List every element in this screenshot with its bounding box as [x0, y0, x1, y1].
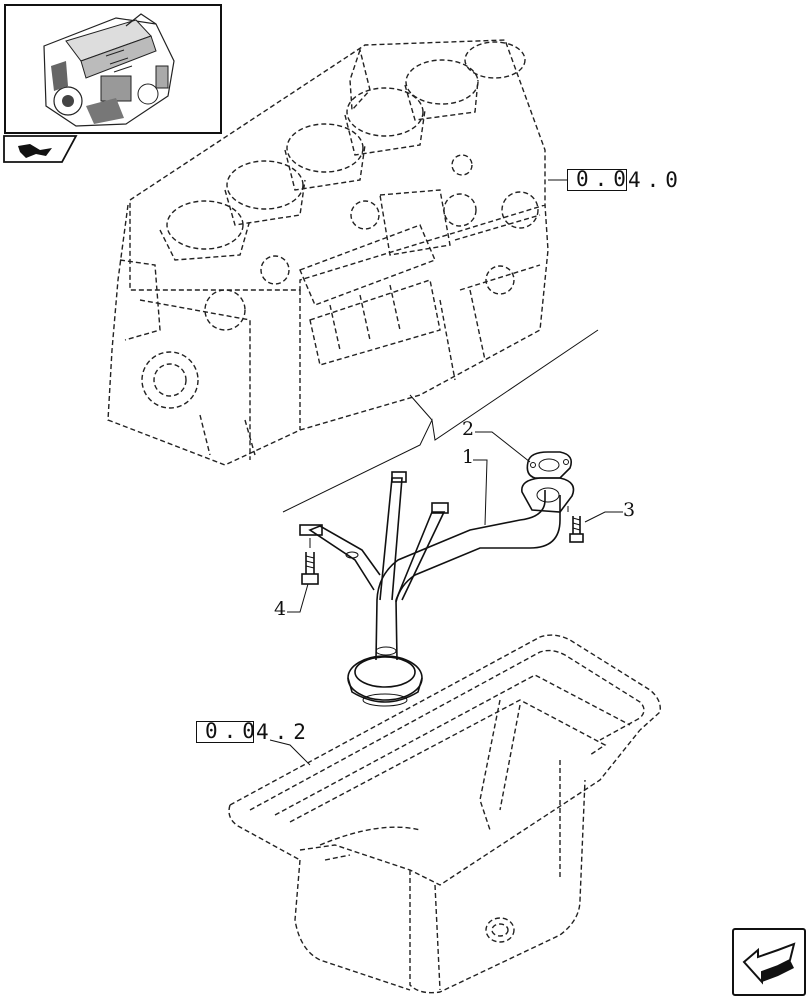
engine-thumbnail [4, 4, 222, 134]
callout-part-4: 4 [274, 598, 287, 620]
cylinder-bore [226, 160, 304, 210]
next-page-button[interactable] [732, 928, 806, 996]
block-ref-boxed[interactable]: 0.0 [567, 169, 627, 191]
engine-thumbnail-icon [43, 13, 175, 127]
screw-part-4 [301, 538, 319, 585]
cylinder-bore [405, 59, 479, 105]
callout-part-2: 2 [462, 418, 475, 440]
block-ref-suffix: 4.0 [628, 168, 684, 192]
gasket [526, 451, 573, 479]
leader-part-4 [287, 583, 309, 613]
callout-part-3: 3 [623, 499, 636, 521]
cylinder-bore [166, 200, 244, 250]
sump-ref-suffix: 4.2 [256, 720, 312, 744]
screw-part-3 [567, 506, 584, 543]
suction-pipe [299, 471, 575, 707]
cylinder-bore [346, 87, 424, 137]
next-page-arrow-icon [742, 942, 796, 985]
leader-part-3 [584, 511, 623, 523]
callout-part-1: 1 [462, 446, 475, 468]
oil-sump-outline [228, 634, 661, 994]
sump-ref-boxed[interactable]: 0.0 [196, 721, 255, 743]
leader-part-2 [475, 431, 531, 463]
leader-sump-ref [269, 739, 311, 766]
leader-part-1 [473, 459, 488, 526]
cylinder-bore [464, 41, 526, 79]
engine-block-outline [107, 39, 549, 466]
section-break-line [282, 329, 599, 513]
cylinder-bore [286, 123, 364, 173]
section-tab-shape [3, 135, 78, 163]
